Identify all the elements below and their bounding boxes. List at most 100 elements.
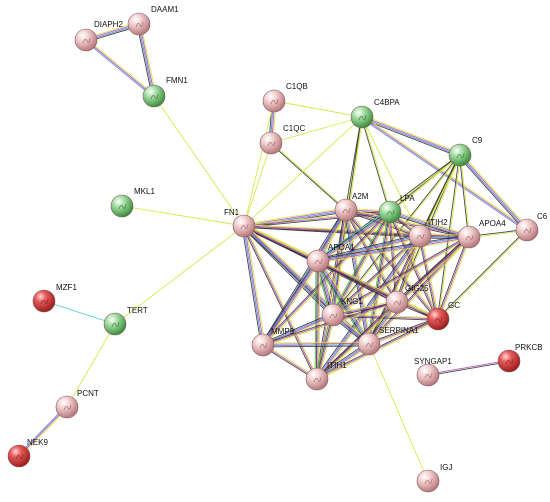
- node-igj[interactable]: IGJ: [416, 463, 452, 493]
- node-c4bpa[interactable]: C4BPA: [350, 98, 400, 129]
- node-a2m[interactable]: A2M: [334, 192, 369, 222]
- edge-line-yellow: [244, 223, 320, 260]
- edge-line-blue: [243, 226, 333, 316]
- edge-line-purple: [262, 342, 369, 345]
- edge-line-black: [315, 300, 397, 379]
- node-label-c6: C6: [537, 212, 548, 221]
- edge-tert-fn1: [114, 225, 245, 325]
- edge-line-yellow: [390, 211, 440, 319]
- node-label-igj: IGJ: [440, 463, 452, 472]
- edge-mkl1-fn1: [121, 205, 245, 227]
- node-structure-glyph: [314, 258, 323, 265]
- node-structure-glyph: [63, 404, 72, 411]
- edge-line-yellow: [369, 237, 471, 346]
- edge-line-yellow: [390, 209, 470, 236]
- node-c9[interactable]: C9: [448, 136, 483, 167]
- edge-line-black: [316, 261, 369, 345]
- node-structure-glyph: [135, 21, 144, 28]
- edge-line-black: [262, 312, 333, 344]
- edge-line-yellow: [347, 209, 372, 344]
- node-structure-glyph: [424, 478, 433, 485]
- node-lpa[interactable]: LPA: [378, 194, 415, 224]
- edge-line-black: [458, 155, 526, 232]
- node-label-c1qc: C1QC: [283, 124, 305, 133]
- node-diaph2[interactable]: DIAPH2: [74, 20, 123, 52]
- node-prkcb[interactable]: PRKCB: [497, 343, 543, 373]
- edge-line-yellow: [273, 100, 363, 118]
- node-pcnt[interactable]: PCNT: [55, 389, 99, 419]
- node-apoa1[interactable]: APOA1: [306, 243, 355, 273]
- edge-line-black: [368, 317, 438, 344]
- edge-line-purple: [368, 235, 421, 345]
- edge-serpina1-igj: [368, 343, 429, 482]
- edge-line-purple: [318, 212, 391, 263]
- edge-line-black: [136, 24, 153, 97]
- node-mmp9[interactable]: MMP9: [251, 327, 295, 357]
- node-itih2[interactable]: ITIH2: [408, 218, 448, 248]
- node-fmn1[interactable]: FMN1: [142, 76, 188, 108]
- node-label-apoa1: APOA1: [328, 243, 355, 252]
- node-label-serpina1: SERPINA1: [379, 326, 419, 335]
- node-fn1[interactable]: FN1: [224, 208, 256, 238]
- edge-c1qc-fn1: [243, 142, 272, 227]
- edge-line-purple: [345, 209, 398, 303]
- node-structure-glyph: [150, 93, 159, 100]
- edge-pcnt-nek9: [17, 405, 69, 458]
- node-kng1[interactable]: KNG1: [321, 297, 363, 327]
- edge-line-purple: [244, 225, 370, 344]
- node-c1qc[interactable]: C1QC: [259, 124, 305, 155]
- edge-line-yellow: [153, 95, 245, 227]
- edge-line-purple: [460, 154, 528, 230]
- edge-line-purple: [262, 211, 391, 346]
- edge-line-yellow: [362, 114, 461, 154]
- edge-line-purple: [317, 261, 320, 380]
- node-apoa4[interactable]: APOA4: [457, 219, 506, 249]
- edge-line-black: [263, 345, 370, 348]
- node-nek9[interactable]: NEK9: [7, 438, 48, 468]
- edge-line-yellow: [318, 259, 439, 319]
- edge-line-yellow: [245, 224, 371, 343]
- node-label-daam1: DAAM1: [151, 5, 179, 14]
- node-gig25[interactable]: GIG25: [385, 284, 429, 314]
- edge-line-purple: [318, 237, 470, 263]
- node-structure-glyph: [267, 140, 276, 147]
- edge-line-yellow: [362, 116, 392, 212]
- node-gc[interactable]: GC: [426, 301, 460, 331]
- edge-line-purple: [333, 212, 391, 316]
- node-serpina1[interactable]: SERPINA1: [357, 326, 419, 356]
- edge-line-yellow: [86, 38, 156, 96]
- edge-c1qb-fn1: [243, 100, 275, 227]
- edge-line-yellow: [390, 155, 461, 213]
- edge-line-black: [428, 361, 510, 377]
- node-syngap1[interactable]: SYNGAP1: [414, 357, 452, 387]
- edge-line-yellow: [460, 154, 471, 237]
- node-structure-glyph: [393, 299, 402, 306]
- node-mkl1[interactable]: MKL1: [110, 187, 155, 218]
- node-mzf1[interactable]: MZF1: [32, 283, 77, 313]
- edge-line-yellow: [114, 225, 245, 325]
- node-c1qb[interactable]: C1QB: [262, 82, 308, 113]
- node-tert[interactable]: TERT: [103, 306, 148, 336]
- edge-line-black: [458, 155, 469, 238]
- edge-line-green: [366, 211, 389, 344]
- node-c6[interactable]: C6: [515, 212, 548, 242]
- edge-line-yellow: [243, 100, 275, 227]
- node-daam1[interactable]: DAAM1: [127, 5, 179, 36]
- edge-line-green: [315, 262, 368, 346]
- edge-c4bpa-c9: [361, 114, 461, 158]
- edge-line-yellow: [333, 236, 422, 317]
- node-structure-glyph: [259, 342, 268, 349]
- edge-line-blue: [17, 405, 67, 456]
- edge-line-blue: [262, 209, 346, 345]
- node-label-diaph2: DIAPH2: [94, 20, 123, 29]
- edge-line-purple: [318, 260, 371, 344]
- edge-line-black: [389, 154, 460, 212]
- node-label-fn1: FN1: [224, 208, 240, 217]
- node-itih1[interactable]: ITIH1: [305, 361, 347, 391]
- node-structure-glyph: [434, 316, 443, 323]
- edge-apoa4-kng1: [332, 235, 470, 317]
- edge-line-blue: [84, 40, 154, 98]
- edge-line-yellow: [397, 155, 462, 303]
- edge-c4bpa-lpa: [360, 116, 392, 213]
- node-label-lpa: LPA: [400, 194, 415, 203]
